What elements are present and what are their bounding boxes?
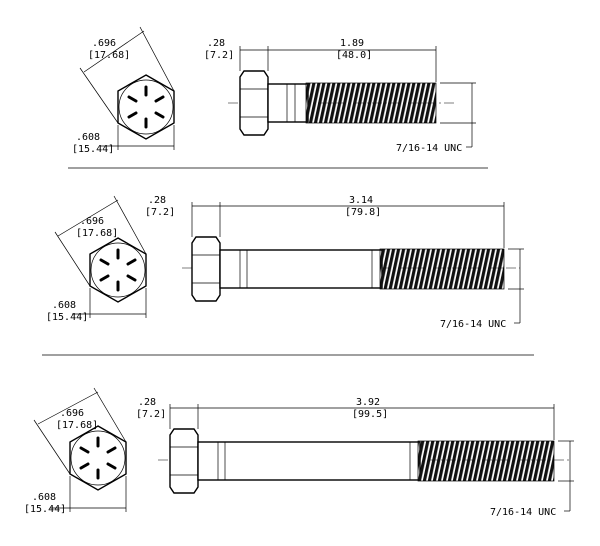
bolt-1-across-corners-mm: [17.68] [88,50,130,61]
bolt-3-across-corners-inch: .696 [60,408,84,419]
bolt-3-across-flats-inch: .608 [32,492,56,503]
bolt-1-thread-callout: 7/16-14 UNC [396,143,462,154]
bolt-1-head-height-mm: [7.2] [204,50,234,61]
bolt-1-across-corners-inch: .696 [92,38,116,49]
bolt-2-across-corners-inch: .696 [80,216,104,227]
bolt-3-side-view: .28 [7.2] 3.92 [99.5] 7/16-14 UNC [136,397,574,518]
bolt-1-across-flats-mm: [15.44] [72,144,114,155]
bolt-3-across-flats-mm: [15.44] [24,504,66,515]
bolt-1-length-inch: 1.89 [340,38,364,49]
bolt-2-head-marks-icon [99,248,137,292]
bolt-2-length-mm: [79.8] [345,207,381,218]
bolt-1-across-flats-inch: .608 [76,132,100,143]
bolt-2-thread-callout: 7/16-14 UNC [440,319,506,330]
bolt-3-across-corners-mm: [17.68] [56,420,98,431]
bolt-1-head-height-inch: .28 [207,38,225,49]
bolt-2-side-view: .28 [7.2] 3.14 [79.8] 7/16-14 UNC [145,195,524,330]
bolt-2-across-flats-inch: .608 [52,300,76,311]
bolt-3-head-height-mm: [7.2] [136,409,166,420]
bolt-3-head-height-inch: .28 [138,397,156,408]
bolt-2-view: .696 [17.68] .608 [15.44] .28 [7. [46,195,524,330]
bolt-2-length-inch: 3.14 [349,195,373,206]
bolt-3-head-marks-icon [79,436,117,480]
bolt-2-head-height-inch: .28 [148,195,166,206]
bolt-2-hex-end-view: .696 [17.68] .608 [15.44] [46,195,147,323]
bolt-1-length-mm: [48.0] [336,50,372,61]
bolt-3-thread-callout: 7/16-14 UNC [490,507,556,518]
bolt-3-hex-end-view: .696 [17.68] .608 [15.44] [24,387,127,515]
bolt-3-length-inch: 3.92 [356,397,380,408]
bolt-2-head-height-mm: [7.2] [145,207,175,218]
bolt-1-view: .696 [17.68] .608 [15.44] [72,26,476,155]
bolt-1-side-view: .28 [7.2] 1.89 [48.0] 7/16-14 UNC [204,38,476,154]
bolt-3-length-mm: [99.5] [352,409,388,420]
bolt-3-view: .696 [17.68] .608 [15.44] .28 [7. [24,387,574,518]
bolt-2-across-corners-mm: [17.68] [76,228,118,239]
bolt-1-head-marks-icon [127,85,165,129]
bolt-1-hex-end-view: .696 [17.68] .608 [15.44] [72,26,175,155]
bolt-2-across-flats-mm: [15.44] [46,312,88,323]
